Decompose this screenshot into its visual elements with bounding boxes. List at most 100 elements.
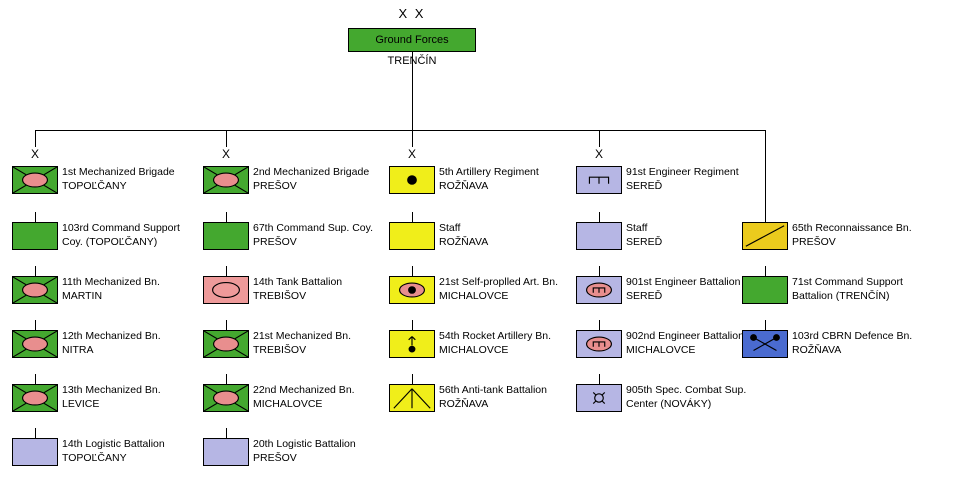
echelon-marker: X	[594, 147, 603, 161]
mechanized-infantry-icon	[204, 167, 248, 193]
unit-name: 54th Rocket Artillery Bn.	[439, 330, 552, 342]
connector-drop	[599, 130, 600, 147]
cbrn-defence-icon	[750, 334, 780, 351]
unit-location: Coy. (TOPOĽČANY)	[62, 235, 158, 248]
connector-tick	[35, 374, 36, 384]
unit-name: Staff	[439, 222, 461, 234]
mechanized-infantry-icon	[13, 385, 57, 411]
unit-name: 901st Engineer Battalion	[626, 276, 741, 288]
unit-location: MICHALOVCE	[626, 343, 696, 356]
connector-tick	[35, 266, 36, 276]
unit-location: PREŠOV	[253, 179, 297, 192]
unit-box	[203, 276, 249, 304]
unit-box	[203, 438, 249, 466]
self-propelled-artillery-icon	[398, 282, 426, 298]
unit-box	[742, 222, 788, 250]
unit-location: SEREĎ	[626, 179, 663, 192]
connector-tick	[765, 266, 766, 276]
unit-label: 22nd Mechanized Bn.MICHALOVCE	[253, 384, 355, 411]
connector-drop	[412, 130, 413, 147]
unit-label: 67th Command Sup. Coy.PREŠOV	[253, 222, 373, 249]
unit-name: 902nd Engineer Battalion	[626, 330, 744, 342]
connector-drop	[226, 130, 227, 147]
connector-tick	[226, 212, 227, 222]
mechanized-engineer-icon	[585, 282, 613, 298]
unit-name: 67th Command Sup. Coy.	[253, 222, 374, 234]
unit-box	[389, 330, 435, 358]
connector-tick	[599, 320, 600, 330]
unit-box	[12, 276, 58, 304]
unit-box	[12, 166, 58, 194]
connector-tick	[599, 266, 600, 276]
unit-label: 12th Mechanized Bn.NITRA	[62, 330, 161, 357]
connector-drop	[35, 130, 36, 147]
unit-box	[203, 222, 249, 250]
artillery-icon	[407, 175, 417, 185]
unit-location: MICHALOVCE	[439, 343, 509, 356]
unit-location: PREŠOV	[792, 235, 836, 248]
unit-box	[576, 384, 622, 412]
unit-box	[576, 330, 622, 358]
echelon-marker-top: X X	[398, 6, 426, 21]
mechanized-infantry-icon	[204, 331, 248, 357]
mechanized-infantry-icon	[204, 385, 248, 411]
unit-name: 2nd Mechanized Brigade	[253, 166, 370, 178]
unit-location: TOPOĽČANY	[62, 451, 127, 464]
unit-box	[203, 384, 249, 412]
unit-location: Battalion (TRENČÍN)	[792, 289, 890, 302]
unit-location: SEREĎ	[626, 289, 663, 302]
unit-location: ROŽŇAVA	[439, 235, 489, 248]
connector-tick	[765, 320, 766, 330]
connector-tick	[412, 212, 413, 222]
connector-tick	[226, 428, 227, 438]
unit-label: 905th Spec. Combat Sup.Center (NOVÁKY)	[626, 384, 746, 411]
unit-location: PREŠOV	[253, 235, 297, 248]
unit-name: 22nd Mechanized Bn.	[253, 384, 355, 396]
unit-name: 71st Command Support	[792, 276, 903, 288]
unit-name: 14th Tank Battalion	[253, 276, 343, 288]
reconnaissance-icon	[745, 225, 785, 247]
unit-box	[12, 330, 58, 358]
unit-label: 103rd CBRN Defence Bn.ROŽŇAVA	[792, 330, 912, 357]
echelon-marker: X	[30, 147, 39, 161]
unit-box	[389, 166, 435, 194]
mechanized-infantry-icon	[13, 277, 57, 303]
unit-location: TOPOĽČANY	[62, 179, 127, 192]
engineer-icon	[588, 176, 610, 184]
mechanized-infantry-icon	[13, 331, 57, 357]
connector-tick	[599, 212, 600, 222]
unit-name: 21st Mechanized Bn.	[253, 330, 352, 342]
armor-icon	[212, 282, 240, 298]
unit-box	[389, 222, 435, 250]
echelon-marker: X	[407, 147, 416, 161]
unit-name: 1st Mechanized Brigade	[62, 166, 175, 178]
unit-location: MICHALOVCE	[439, 289, 509, 302]
unit-label: 21st Self-proplled Art. Bn.MICHALOVCE	[439, 276, 558, 303]
unit-location: MICHALOVCE	[253, 397, 323, 410]
unit-box	[576, 222, 622, 250]
connector-tick	[412, 266, 413, 276]
unit-label: 21st Mechanized Bn.TREBIŠOV	[253, 330, 351, 357]
unit-location: SEREĎ	[626, 235, 663, 248]
connector-tick	[765, 212, 766, 222]
rocket-artillery-icon	[408, 336, 416, 353]
unit-name: Staff	[626, 222, 648, 234]
unit-location: LEVICE	[62, 397, 100, 410]
connector-tick	[226, 374, 227, 384]
unit-box	[576, 166, 622, 194]
unit-name: 20th Logistic Battalion	[253, 438, 356, 450]
unit-name: 65th Reconnaissance Bn.	[792, 222, 912, 234]
connector-branch	[35, 130, 766, 131]
unit-location: MARTIN	[62, 289, 103, 302]
unit-label: 65th Reconnaissance Bn.PREŠOV	[792, 222, 912, 249]
unit-label: 13th Mechanized Bn.LEVICE	[62, 384, 161, 411]
unit-name: 5th Artillery Regiment	[439, 166, 539, 178]
